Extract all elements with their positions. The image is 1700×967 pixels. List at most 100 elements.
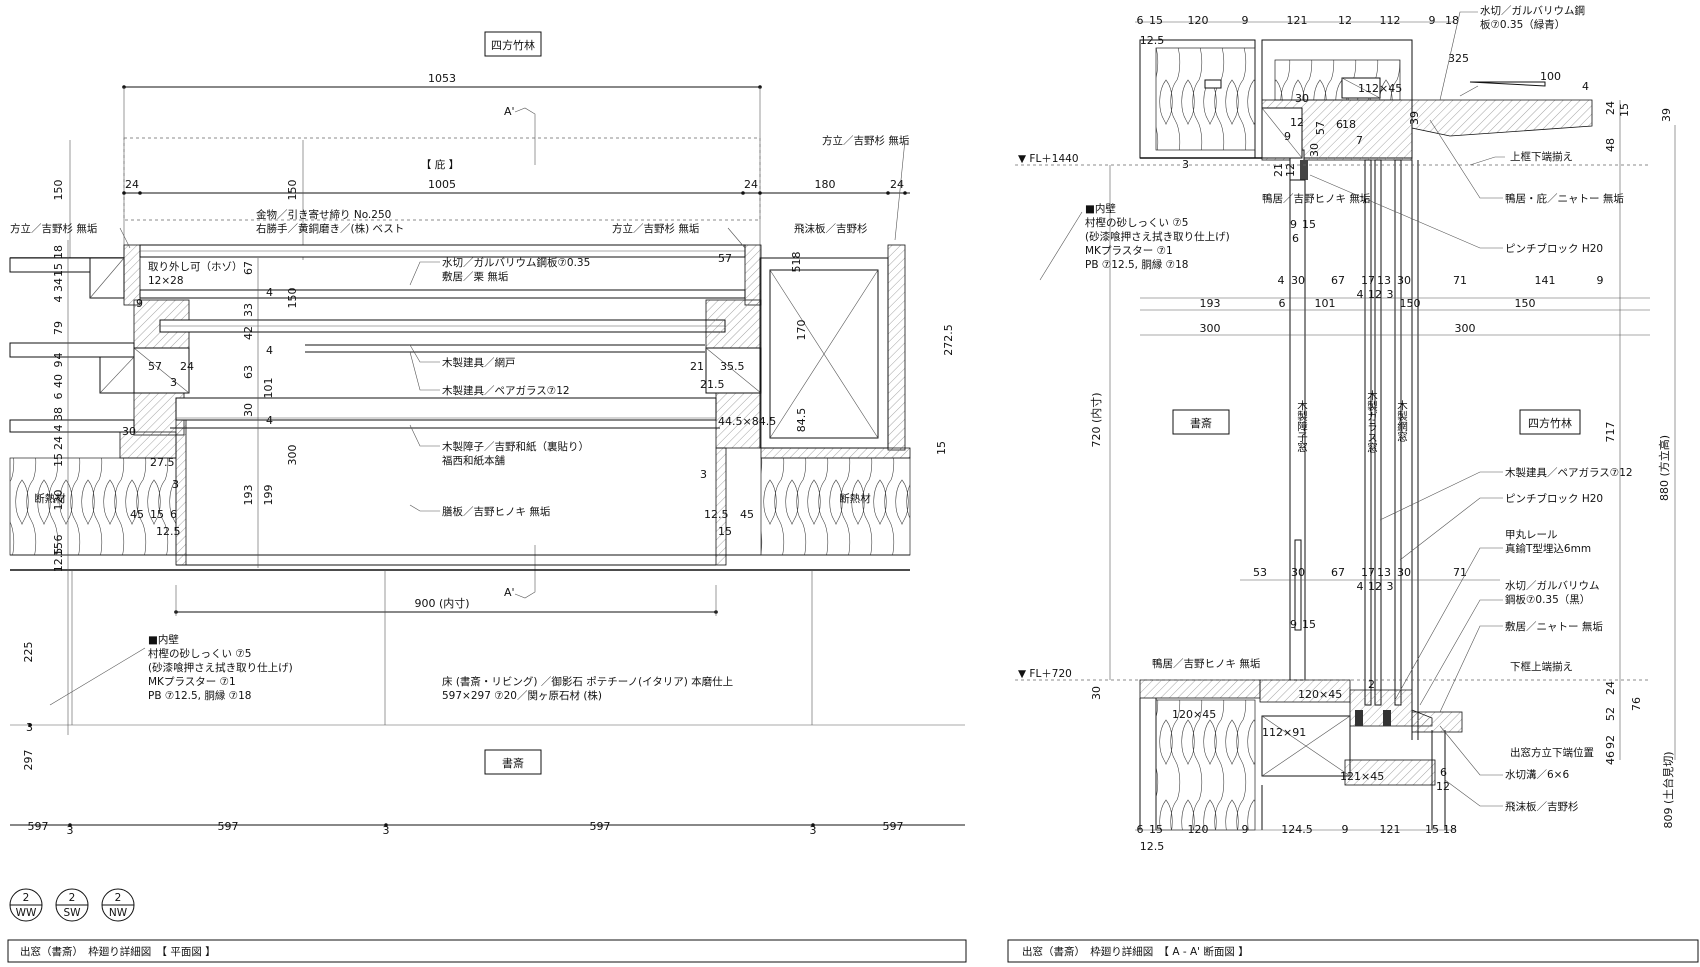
sec-m-17: 15 xyxy=(1302,218,1316,231)
sec-m-18: 6 xyxy=(1292,232,1299,245)
badge-nw-num: 2 xyxy=(115,892,122,904)
plan-title-box xyxy=(7,939,967,963)
sec-note-13: 出窓方立下端位置 xyxy=(1510,746,1594,759)
sec-left-note-1: 鴨居／吉野ヒノキ 無垢 xyxy=(1152,657,1261,670)
sec-bot-6: 121 xyxy=(1380,823,1401,836)
sec-r2-1: 6 xyxy=(1279,297,1286,310)
dim-bottom-0: 597 xyxy=(28,820,49,833)
section-marker-top: A' xyxy=(504,105,515,118)
dim-misc-11: 272.5 xyxy=(942,324,955,356)
dim-mid-8: 150 xyxy=(286,288,299,309)
sec-note-11: 敷居／ニャトー 無垢 xyxy=(1505,620,1603,633)
sec-m-0: 100 xyxy=(1540,70,1561,83)
dim-inner-1005: 1005 xyxy=(428,178,456,191)
dim-left-17: 225 xyxy=(22,642,35,663)
dim-left-8: 6 xyxy=(52,393,65,400)
dim-150-mid: 150 xyxy=(286,180,299,201)
dim-misc-17: 30 xyxy=(122,425,136,438)
sec-note-10: 鋼板⑦0.35（黒） xyxy=(1505,593,1590,606)
floor-note-1: 597×297 ⑦20／関ヶ原石材 (株) xyxy=(442,689,602,702)
sec-r4-2: 67 xyxy=(1331,566,1345,579)
badge-ww[interactable]: 2 WW xyxy=(9,888,43,922)
section-dims-row1: 4 30 67 17 13 30 71 141 9 4 12 3 xyxy=(1278,274,1604,301)
sec-r4-8: 12 xyxy=(1368,580,1382,593)
sec-top-1: 15 xyxy=(1149,14,1163,27)
sec-rd-0: 24 xyxy=(1604,101,1617,115)
sec-r1-6: 71 xyxy=(1453,274,1467,287)
dim-24-far: 24 xyxy=(890,178,904,191)
sec-r3-0: 300 xyxy=(1200,322,1221,335)
dim-misc-10: 84.5 xyxy=(795,408,808,433)
sec-note-14: 水切溝／6×6 xyxy=(1505,768,1569,781)
dim-mid-9: 101 xyxy=(262,378,275,399)
sec-rd-2: 39 xyxy=(1660,108,1673,122)
wall-note-2: (砂漆喰押さえ拭き取り仕上げ) xyxy=(148,661,293,674)
dim-mid-10: 199 xyxy=(262,485,275,506)
dim-overall: 1053 xyxy=(428,72,456,85)
eave-outline xyxy=(123,137,761,221)
dim-misc-0: 57 xyxy=(718,252,732,265)
section-marker-bottom: A' xyxy=(504,586,515,599)
badge-nw-code: NW xyxy=(109,907,128,919)
sec-note-15: 飛沫板／吉野杉 xyxy=(1505,800,1579,813)
section-bottom-dims: 6 15 120 9 124.5 9 121 15 18 12.5 xyxy=(1137,823,1458,853)
sec-bot-3: 9 xyxy=(1242,823,1249,836)
dim-mid-6: 30 xyxy=(242,403,255,417)
sec-m-6: 57 xyxy=(1314,121,1327,135)
sec-m-3: 30 xyxy=(1295,92,1309,105)
note-screen-sash: 木製建具／網戸 xyxy=(442,356,516,369)
dim-misc-7: 21.5 xyxy=(700,378,725,391)
dim-24-left: 24 xyxy=(125,178,139,191)
section-room-right: 四方竹林 xyxy=(1528,416,1572,430)
dim-misc-12: 15 xyxy=(935,441,948,455)
badge-nw[interactable]: 2 NW xyxy=(101,888,135,922)
sec-left-note-0: 鴨居／吉野ヒノキ 無垢 xyxy=(1262,192,1371,205)
sec-m-13: 39 xyxy=(1408,111,1421,125)
badge-ww-num: 2 xyxy=(23,892,30,904)
dim-inner-900: 900 (内寸) xyxy=(414,596,469,610)
dim-mid-2: 33 xyxy=(242,303,255,317)
sec-r2-2: 101 xyxy=(1315,297,1336,310)
sec-note-1: 板⑦0.35（緑青） xyxy=(1480,18,1565,31)
dim-misc-24: 518 xyxy=(790,252,803,273)
dim-bottom-2: 597 xyxy=(218,820,239,833)
badge-sw[interactable]: 2 SW xyxy=(55,888,89,922)
sec-rd-7: 52 xyxy=(1604,707,1617,721)
dim-left-2: 15 xyxy=(52,263,65,277)
dim-misc-15: 45 xyxy=(740,508,754,521)
section-right-dims: 24 15 39 48 717 880 (方立高) 24 52 76 92 46… xyxy=(1604,101,1675,829)
dim-bottom-3: 3 xyxy=(383,824,390,837)
dim-left-11: 24 xyxy=(52,436,65,450)
label-glass-window: 木製ガラス窓 xyxy=(1366,390,1378,453)
sec-r2-3: 150 xyxy=(1400,297,1421,310)
note-sill-board: 膳板／吉野ヒノキ 無垢 xyxy=(442,505,551,518)
sec-wall-1: 村樫の砂しっくい ⑦5 xyxy=(1085,216,1188,229)
insulation-right xyxy=(760,457,911,556)
wall-note-4: PB ⑦12.5, 胴縁 ⑦18 xyxy=(148,689,251,702)
sec-m-7: 9 xyxy=(1284,130,1291,143)
dim-mid-4: 4 xyxy=(266,344,273,357)
section-annotations-left: 鴨居／吉野ヒノキ 無垢 鴨居／吉野ヒノキ 無垢 xyxy=(1152,192,1371,670)
section-dims-row2: 193 6 101 150 150 xyxy=(1200,297,1536,310)
dim-mid-7: 4 xyxy=(266,414,273,427)
note-sill-chestnut: 敷居／栗 無垢 xyxy=(442,270,509,283)
section-room-box-right xyxy=(1519,409,1581,435)
note-shoji: 木製障子／吉野和紙（裏貼り） xyxy=(442,440,589,453)
section-room-left: 書斎 xyxy=(1190,416,1212,430)
sec-r1-5: 30 xyxy=(1397,274,1411,287)
plan-room-label-bottom: 書斎 xyxy=(502,756,524,770)
section-annotations-right: 水切／ガルバリウム鋼 板⑦0.35（緑青） 上框下端揃え 鴨居・庇／ニャトー 無… xyxy=(1480,4,1633,813)
sec-m-23: 120×45 xyxy=(1172,708,1216,721)
dim-left-9: 38 xyxy=(52,407,65,421)
sec-bot-4: 124.5 xyxy=(1281,823,1313,836)
sec-rd-10: 46 xyxy=(1604,751,1617,765)
note-drip-flashing: 水切／ガルバリウム鋼板⑦0.35 xyxy=(442,256,590,269)
sec-top-0: 6 xyxy=(1137,14,1144,27)
dim-mid-1: 4 xyxy=(266,286,273,299)
plan-drawing: 四方竹林 書斎 1053 【 庇 】 A' A' 24 1005 24 180 … xyxy=(7,31,967,963)
sec-m-9: 21 xyxy=(1272,163,1285,177)
dim-misc-6: 35.5 xyxy=(720,360,745,373)
sec-top-7: 9 xyxy=(1429,14,1436,27)
section-insulation-top-left xyxy=(1155,47,1256,151)
